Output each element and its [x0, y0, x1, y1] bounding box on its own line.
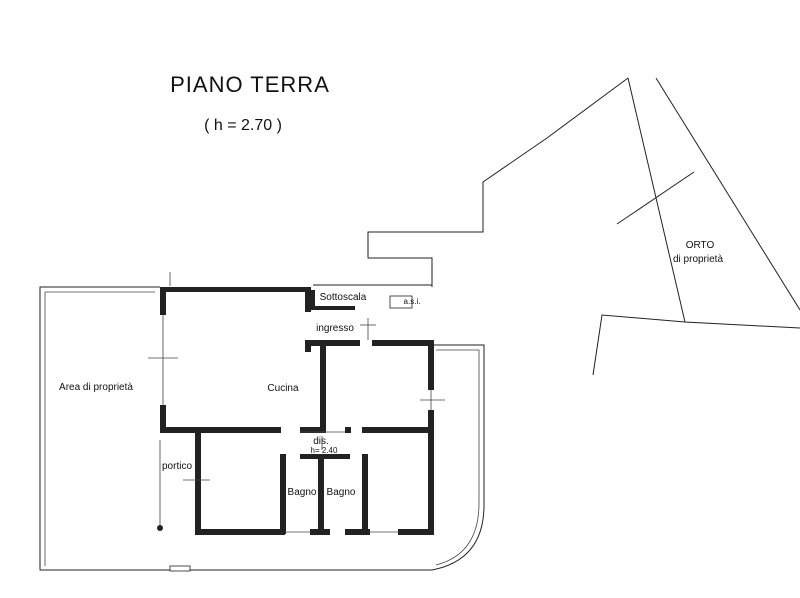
plan-title: PIANO TERRA: [170, 72, 330, 97]
cucina-label: Cucina: [267, 383, 299, 394]
bagno-1-label: Bagno: [288, 487, 317, 498]
orto-divider-line: [616, 171, 695, 225]
bagno-2-label: Bagno: [327, 487, 356, 498]
area-label: Area di proprietà: [59, 382, 133, 393]
gate: [169, 565, 191, 572]
lot-boundary: [367, 77, 629, 287]
neighbor-boundary: [592, 314, 686, 376]
orto-east-line: [655, 77, 800, 311]
height-note: ( h = 2.70 ): [204, 117, 282, 134]
ingresso-label: ingresso: [316, 323, 354, 334]
orto-parcel-boundary: [627, 77, 800, 329]
terrace-curve: [431, 344, 485, 571]
orto-sub-label: di proprietà: [673, 254, 723, 265]
portico-label: portico: [162, 461, 192, 472]
yard-boundary: [39, 286, 160, 571]
house-walls: [160, 287, 434, 535]
orto-label: ORTO: [686, 240, 715, 251]
terrace-inner-curve: [435, 349, 480, 566]
dis-label: dis.: [313, 436, 329, 447]
dis-height-label: h= 2.40: [311, 446, 338, 455]
asi-label: a.s.i.: [404, 297, 421, 306]
window-marks: [148, 272, 445, 533]
sottoscala-label: Sottoscala: [320, 292, 367, 303]
